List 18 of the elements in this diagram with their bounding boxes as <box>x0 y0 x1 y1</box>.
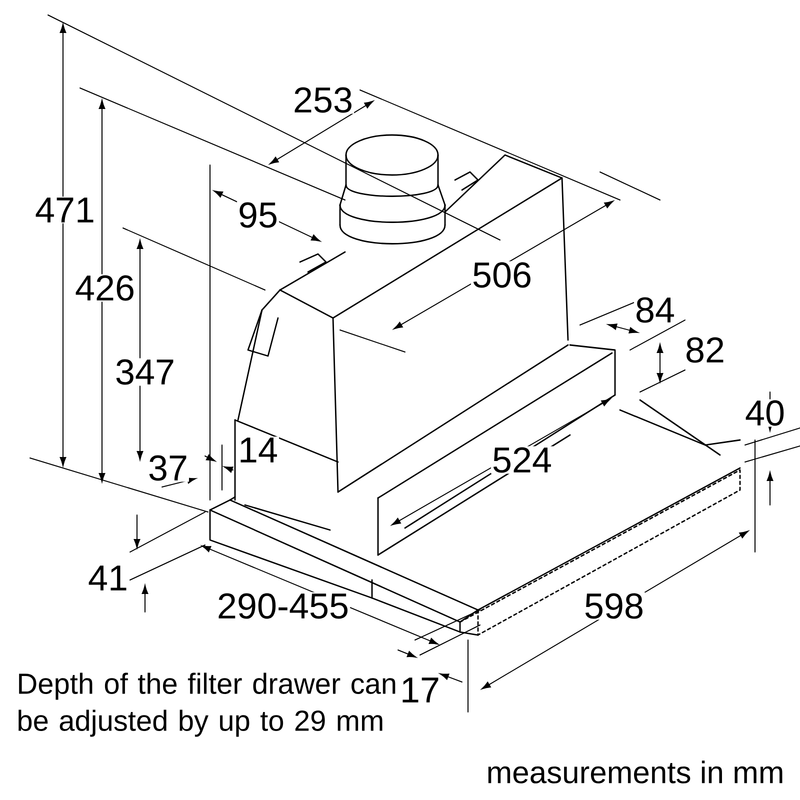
dimension-label: 17 <box>398 676 442 704</box>
dimension-label: 506 <box>470 261 534 289</box>
dimension-label: 84 <box>634 296 676 324</box>
dimension-label: 82 <box>684 336 726 364</box>
dimension-label: 253 <box>292 86 354 114</box>
dimension-label: 14 <box>236 436 280 464</box>
dimension-label: 41 <box>86 564 130 592</box>
dimension-label: 426 <box>74 274 136 302</box>
dimension-label: 598 <box>582 592 646 620</box>
dimension-label: 471 <box>34 196 96 224</box>
dimension-label: 37 <box>146 454 190 482</box>
dimension-label: 40 <box>744 399 786 427</box>
note: Depth of the filter drawer can be adjusted by up to 29 mm <box>18 672 396 737</box>
units-note: measurements in mm <box>488 760 782 784</box>
dimension-label: 347 <box>114 358 176 386</box>
dimension-label: 95 <box>236 201 280 229</box>
dimension-label: 290-455 <box>216 592 350 620</box>
dimension-label: 524 <box>490 446 554 474</box>
